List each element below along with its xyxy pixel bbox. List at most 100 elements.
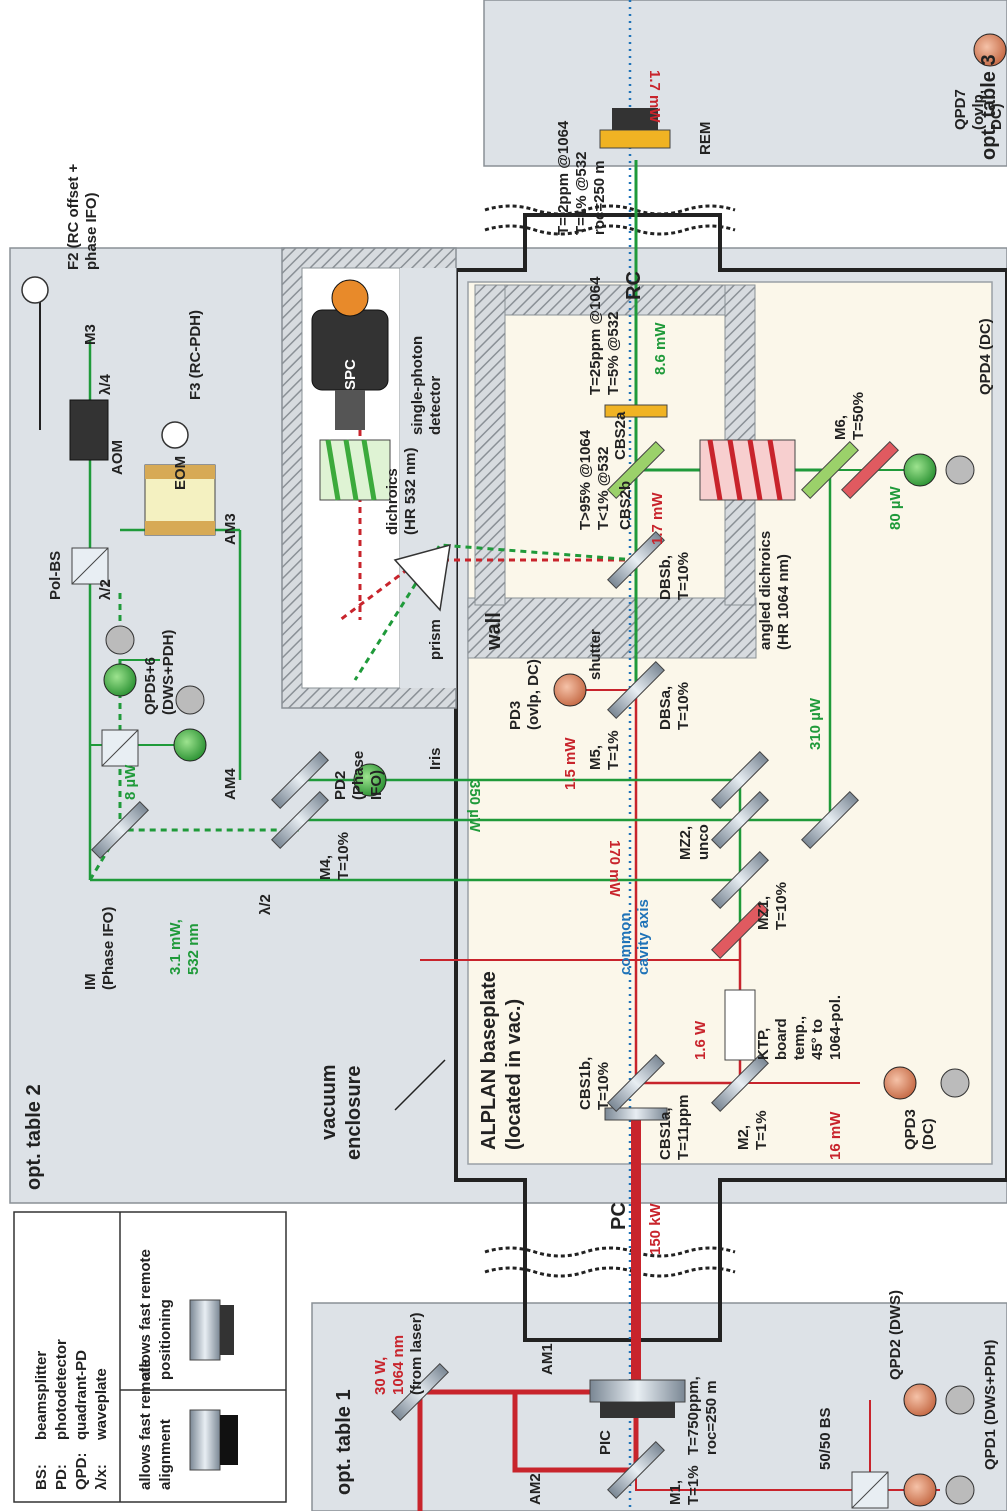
dich-label-2: (HR 532 nm) (402, 447, 419, 535)
table1-label: opt. table 1 (333, 1389, 355, 1495)
table3-label: opt. table 3 (978, 54, 1000, 160)
qpd56-label-2: (DWS+PDH) (160, 630, 177, 715)
cbs2b-label: CBS2b (617, 481, 634, 530)
dbsa-label: DBSa, (657, 686, 674, 730)
baseplate-label-2: (located in vac.) (503, 999, 525, 1150)
am4-label: AM4 (222, 768, 239, 800)
polbs-label: Pol-BS (47, 551, 64, 600)
qpd56-label-1: QPD5+6 (142, 657, 159, 715)
qpd4-label: QPD4 (DC) (977, 318, 994, 395)
pc-label: PC (608, 1202, 630, 1230)
qpd2-label: QPD2 (DWS) (887, 1290, 904, 1380)
dbsa-t: T=10% (675, 682, 692, 730)
pw-80uw: 80 µW (887, 486, 904, 530)
pw-532nm: 532 nm (185, 923, 202, 975)
cbs2a-t2: T=5% @532 (605, 312, 622, 395)
legend-pos-2: positioning (157, 1299, 174, 1380)
rc-label: RC (623, 271, 645, 300)
pw-31mw: 3.1 mW, (167, 919, 184, 975)
im-label-1: IM (82, 973, 99, 990)
m4-t: T=10% (335, 832, 352, 880)
m1-t: T=1% (685, 1465, 702, 1505)
pw-16mw: 16 mW (827, 1111, 844, 1160)
baseplate-label-1: ALPLAN baseplate (478, 971, 500, 1150)
laser-source: (from laser) (408, 1312, 425, 1395)
spc-label: SPC (342, 359, 359, 390)
pw-350uw: 350 µW (466, 780, 483, 833)
legend-key-bs: BS: (33, 1464, 50, 1490)
wall-label: wall (483, 612, 505, 651)
pic-label: PIC (597, 1430, 614, 1455)
eom-label: EOM (172, 456, 189, 490)
laser-wavelength: 1064 nm (390, 1335, 407, 1395)
legend-pos-1: allows fast remote (137, 1249, 154, 1380)
aom-label: AOM (109, 440, 126, 475)
pd2-label-2: (Phase (350, 751, 367, 800)
pw-170mw: 170 mW (606, 840, 623, 898)
qpd3-label-1: QPD3 (902, 1109, 919, 1150)
cbs1a-t: T=11ppm (675, 1095, 692, 1160)
f2-label-1: F2 (RC offset + (65, 164, 82, 271)
pw-310uw: 310 µW (807, 697, 824, 750)
cbs2a-label: CBS2a (612, 411, 629, 460)
pw-15mw: 1.5 mW (562, 737, 579, 790)
vacuum-label-2: enclosure (343, 1066, 365, 1160)
prism-label: prism (427, 619, 444, 660)
shutter-label: shutter (587, 629, 604, 680)
m2-label: M2, (735, 1125, 752, 1150)
am3-label: AM3 (222, 513, 239, 545)
m6-t: T=50% (850, 392, 867, 440)
vacuum-enclosure (454, 213, 1007, 1342)
m3-label: M3 (82, 324, 99, 345)
axis-label-2: cavity axis (635, 899, 652, 975)
m5-label: M5, (587, 745, 604, 770)
lambda2a-label: λ/2 (97, 579, 114, 600)
vacuum-label-1: vacuum (318, 1064, 340, 1140)
angled-dich-2: (HR 1064 nm) (775, 554, 792, 650)
cbs2b-t2: T<1% @532 (595, 447, 612, 530)
table2-label: opt. table 2 (23, 1084, 45, 1190)
dbsb-t: T=10% (675, 552, 692, 600)
legend-abbrev: BS: beamsplitter PD: photodetector QPD: … (33, 1339, 110, 1490)
legend-val-bs: beamsplitter (33, 1351, 50, 1440)
lambda4-label: λ/4 (97, 373, 114, 395)
qpd7-label-1: QPD7 (952, 89, 969, 130)
m2-t: T=1% (753, 1110, 770, 1150)
cbs1b-label: CBS1b, (577, 1057, 594, 1110)
angled-dich-1: angled dichroics (757, 531, 774, 650)
sp-label-2: detector (427, 376, 444, 435)
im-label-2: (Phase IFO) (100, 907, 117, 990)
pw-17mw-b: 1.7 mW (649, 492, 666, 545)
pw-16w: 1.6 W (692, 1020, 709, 1060)
dbsb-label: DBSb, (657, 555, 674, 600)
f2-label-2: phase IFO) (83, 192, 100, 270)
legend-box (13, 1211, 287, 1503)
rem-label: REM (697, 122, 714, 155)
mz2-label: MZ2, (677, 826, 694, 860)
ktp-5: 1064-pol. (827, 995, 844, 1060)
legend-align-2: alignment (157, 1419, 174, 1490)
cbs2a-t1: T=25ppm @1064 (587, 276, 604, 395)
legend-key-wp: λ/x: (93, 1464, 110, 1490)
m6-label: M6, (832, 415, 849, 440)
am1-label: AM1 (539, 1343, 556, 1375)
pw-17mw: 1.7 mW (646, 70, 663, 123)
legend-val-qpd: quadrant-PD (73, 1350, 90, 1440)
laser-power: 30 W, (372, 1357, 389, 1395)
qpd7-label-3: DC) (988, 103, 1005, 130)
ktp-4: 45° to (809, 1019, 826, 1060)
ktp-1: KTP, (755, 1028, 772, 1060)
pd3-label-1: PD3 (507, 701, 524, 730)
pic-roc: roc=250 m (703, 1380, 720, 1455)
optical-table-3 (483, 0, 1007, 167)
ktp-2: board (773, 1018, 790, 1060)
dich-label-1: dichroics (384, 468, 401, 535)
cbs1b-t: T=10% (595, 1062, 612, 1110)
mz1-label: MZ1, (755, 896, 772, 930)
legend-key-pd: PD: (53, 1464, 70, 1490)
legend-align-1: allows fast remote (137, 1359, 154, 1490)
pw-86mw: 8.6 mW (652, 322, 669, 375)
ktp-3: temp., (791, 1016, 808, 1060)
